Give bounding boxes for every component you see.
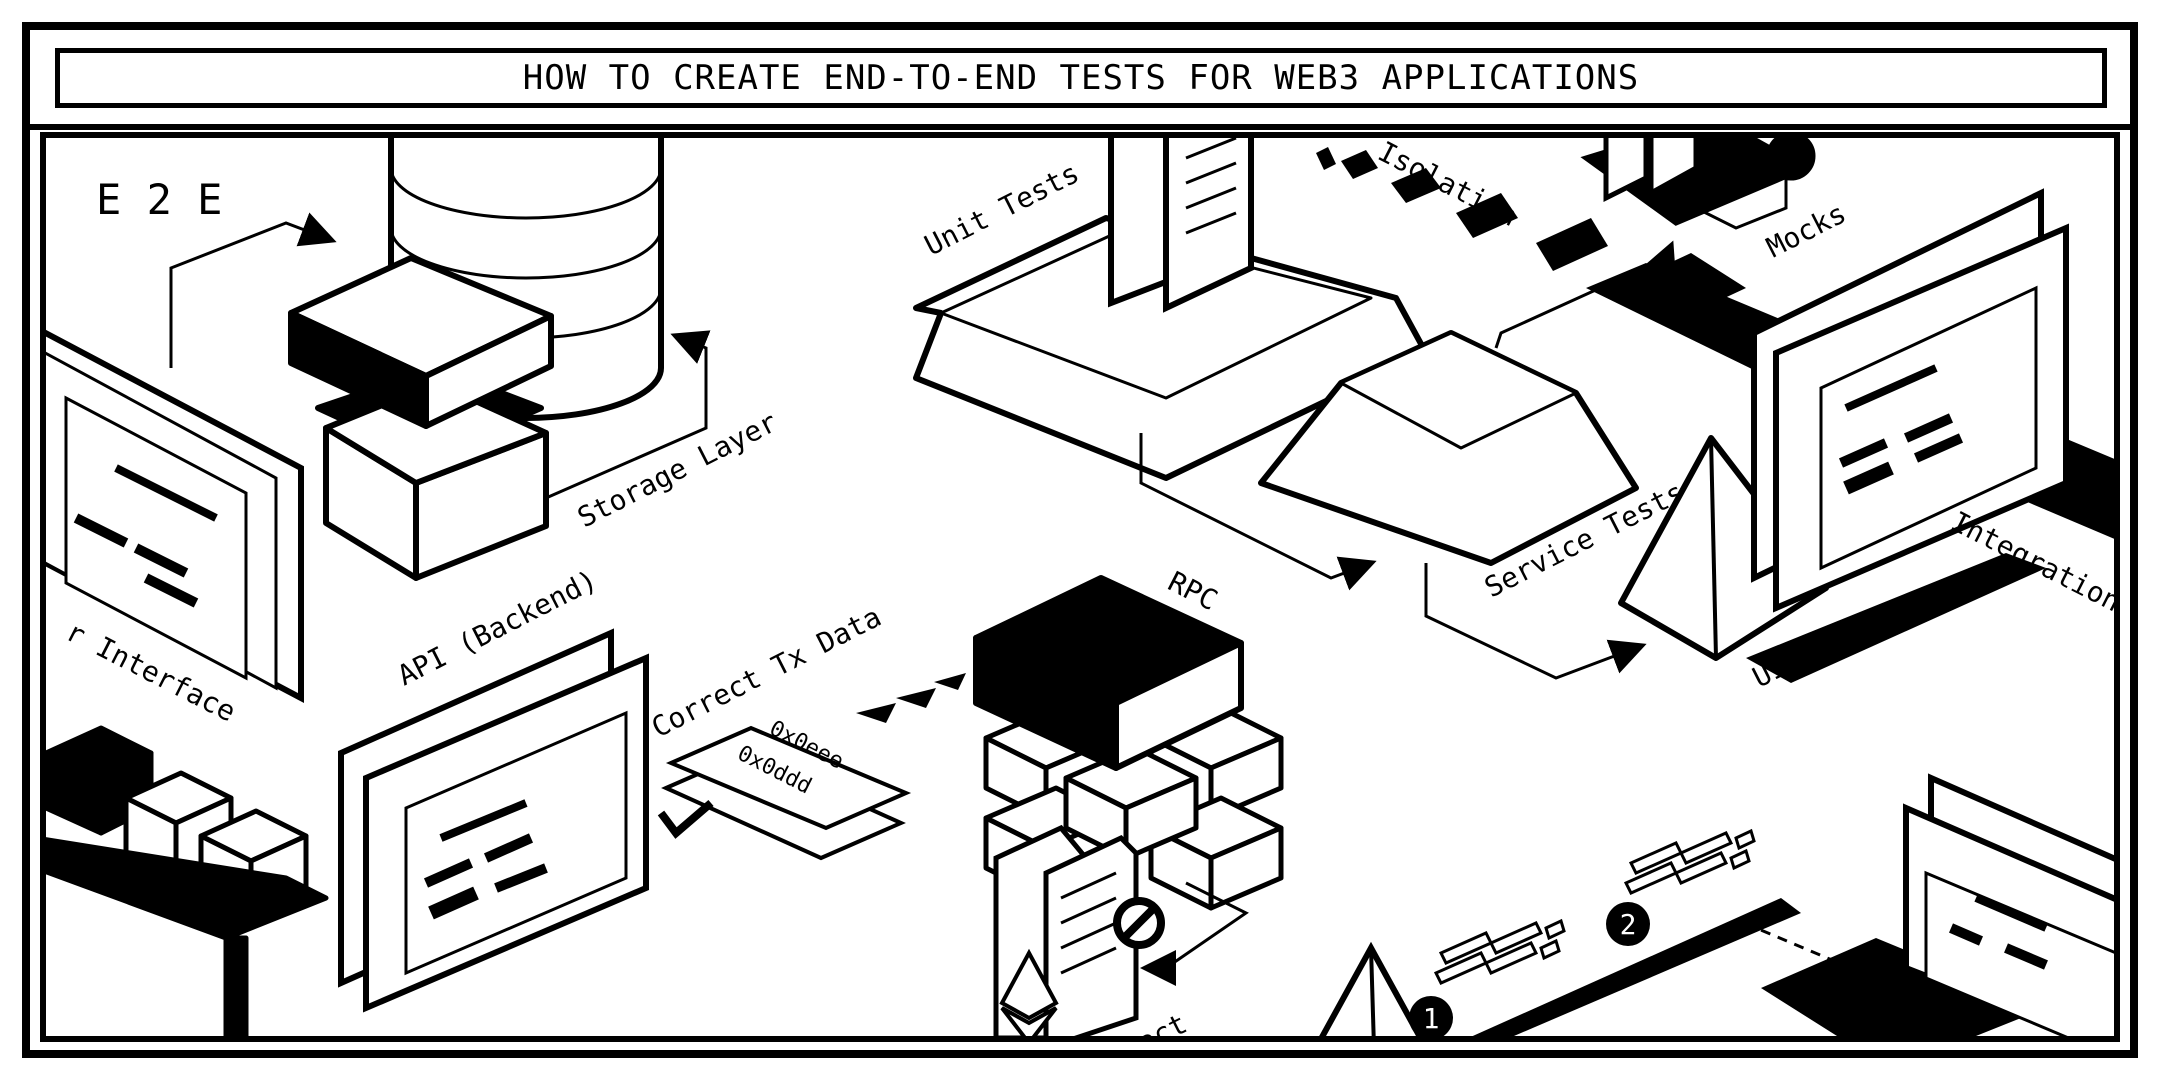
e2e-label: E 2 E <box>96 175 222 224</box>
step-2-blocks <box>1623 828 1756 895</box>
correct-tx-data-label: Correct Tx Data <box>646 600 886 744</box>
bottom-pyramid <box>1319 941 1423 1036</box>
svg-text:1: 1 <box>1423 1002 1440 1035</box>
tx-data-paper <box>661 725 912 861</box>
step-1-blocks <box>1433 918 1566 985</box>
blocked-icon <box>1113 897 1165 949</box>
connector-contract <box>1140 881 1249 986</box>
header-divider <box>22 124 2138 130</box>
page-title: HOW TO CREATE END-TO-END TESTS FOR WEB3 … <box>55 48 2107 108</box>
ethereum-icon <box>999 948 1059 1036</box>
e2e-diagram: E 2 E Storage Layer API (Backend) r Inte… <box>46 138 2114 1042</box>
tx-valid-check-icon <box>657 799 714 839</box>
storage-layer-label: Storage Layer <box>572 405 782 534</box>
connector-e2e-api <box>169 212 337 368</box>
connector-service-ui <box>1424 563 1647 680</box>
bottom-left-cubes <box>46 725 329 1036</box>
step-1-badge: 1 <box>1409 996 1453 1036</box>
diagram-canvas: E 2 E Storage Layer API (Backend) r Inte… <box>40 132 2120 1042</box>
contract-label: act <box>1132 1007 1192 1042</box>
bottom-left-monitor <box>338 628 649 1013</box>
mocks-label: Mocks <box>1761 197 1851 265</box>
right-monitor <box>1751 188 2069 613</box>
connector-service-mocks <box>1494 240 1677 349</box>
user-interface-monitor <box>46 329 304 703</box>
steps-dashed-path <box>1545 926 1947 1020</box>
mocks-connector <box>1695 178 1788 230</box>
mocks-stack <box>1580 138 1816 226</box>
svg-text:2: 2 <box>1620 908 1637 941</box>
steps-band <box>1472 898 1801 1036</box>
rpc-cube <box>973 575 1244 771</box>
bottom-right-platform <box>1761 938 2046 1036</box>
unit-tests-platform <box>913 215 1429 481</box>
unit-tests-documents <box>1108 138 1254 313</box>
bottom-right-monitor <box>1903 773 2114 1036</box>
step-2-badge: 2 <box>1606 902 1650 946</box>
connector-storage <box>545 330 711 500</box>
tx-to-rpc-dashes <box>856 673 966 723</box>
service-tests-platform <box>1258 330 1639 566</box>
connector-unit-service <box>1139 433 1377 591</box>
api-server-stack <box>288 255 554 581</box>
ui-tests-band <box>1746 553 2046 683</box>
